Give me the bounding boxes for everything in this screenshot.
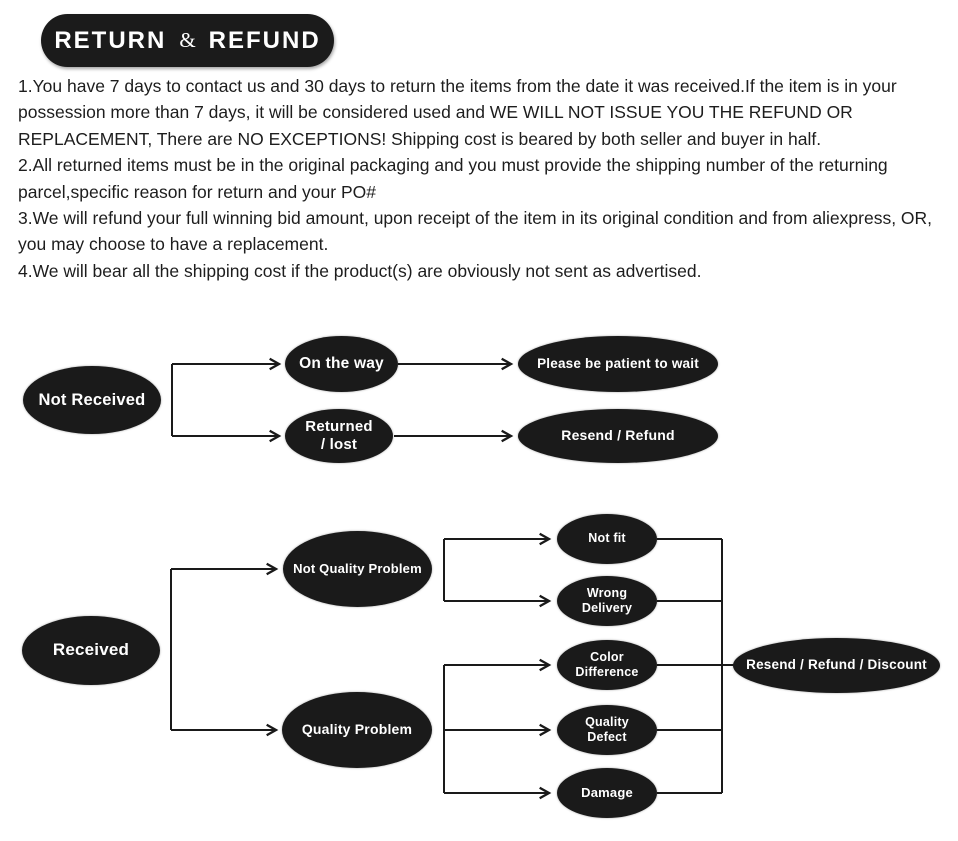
- page-title-pill: RETURN & REFUND: [41, 14, 334, 67]
- flow-node-not-fit: Not fit: [557, 514, 657, 564]
- flow-node-wrong-delivery: Wrong Delivery: [557, 576, 657, 626]
- title-ampersand: &: [179, 28, 196, 52]
- flow-node-received: Received: [22, 616, 160, 685]
- policy-rule-2: 2.All returned items must be in the orig…: [18, 155, 888, 202]
- flow-node-quality-problem: Quality Problem: [282, 692, 432, 768]
- flow-node-resend-refund-discount: Resend / Refund / Discount: [733, 638, 940, 693]
- not-received-branch: [171, 364, 511, 436]
- flow-node-resend-refund: Resend / Refund: [518, 409, 718, 463]
- flow-node-damage: Damage: [557, 768, 657, 818]
- policy-rule-3: 3.We will refund your full winning bid a…: [18, 208, 933, 255]
- policy-rule-1: 1.You have 7 days to contact us and 30 d…: [18, 76, 897, 149]
- flow-node-returned-lost: Returned / lost: [285, 409, 393, 463]
- quality-problem-branch: [443, 665, 549, 793]
- flow-node-quality-defect: Quality Defect: [557, 705, 657, 755]
- flow-node-color-difference: Color Difference: [557, 640, 657, 690]
- flow-node-please-be-patient: Please be patient to wait: [518, 336, 718, 392]
- not-quality-problem-branch: [443, 539, 549, 601]
- policy-rule-4: 4.We will bear all the shipping cost if …: [18, 260, 702, 281]
- flow-node-on-the-way: On the way: [285, 336, 398, 392]
- title-word-refund: REFUND: [208, 26, 321, 54]
- flow-node-not-received: Not Received: [23, 366, 161, 434]
- received-branch: [170, 569, 276, 730]
- policy-text-block: 1.You have 7 days to contact us and 30 d…: [18, 73, 940, 284]
- title-word-return: RETURN: [54, 26, 167, 54]
- flow-node-not-quality-problem: Not Quality Problem: [283, 531, 432, 607]
- resolution-collector: [657, 538, 734, 794]
